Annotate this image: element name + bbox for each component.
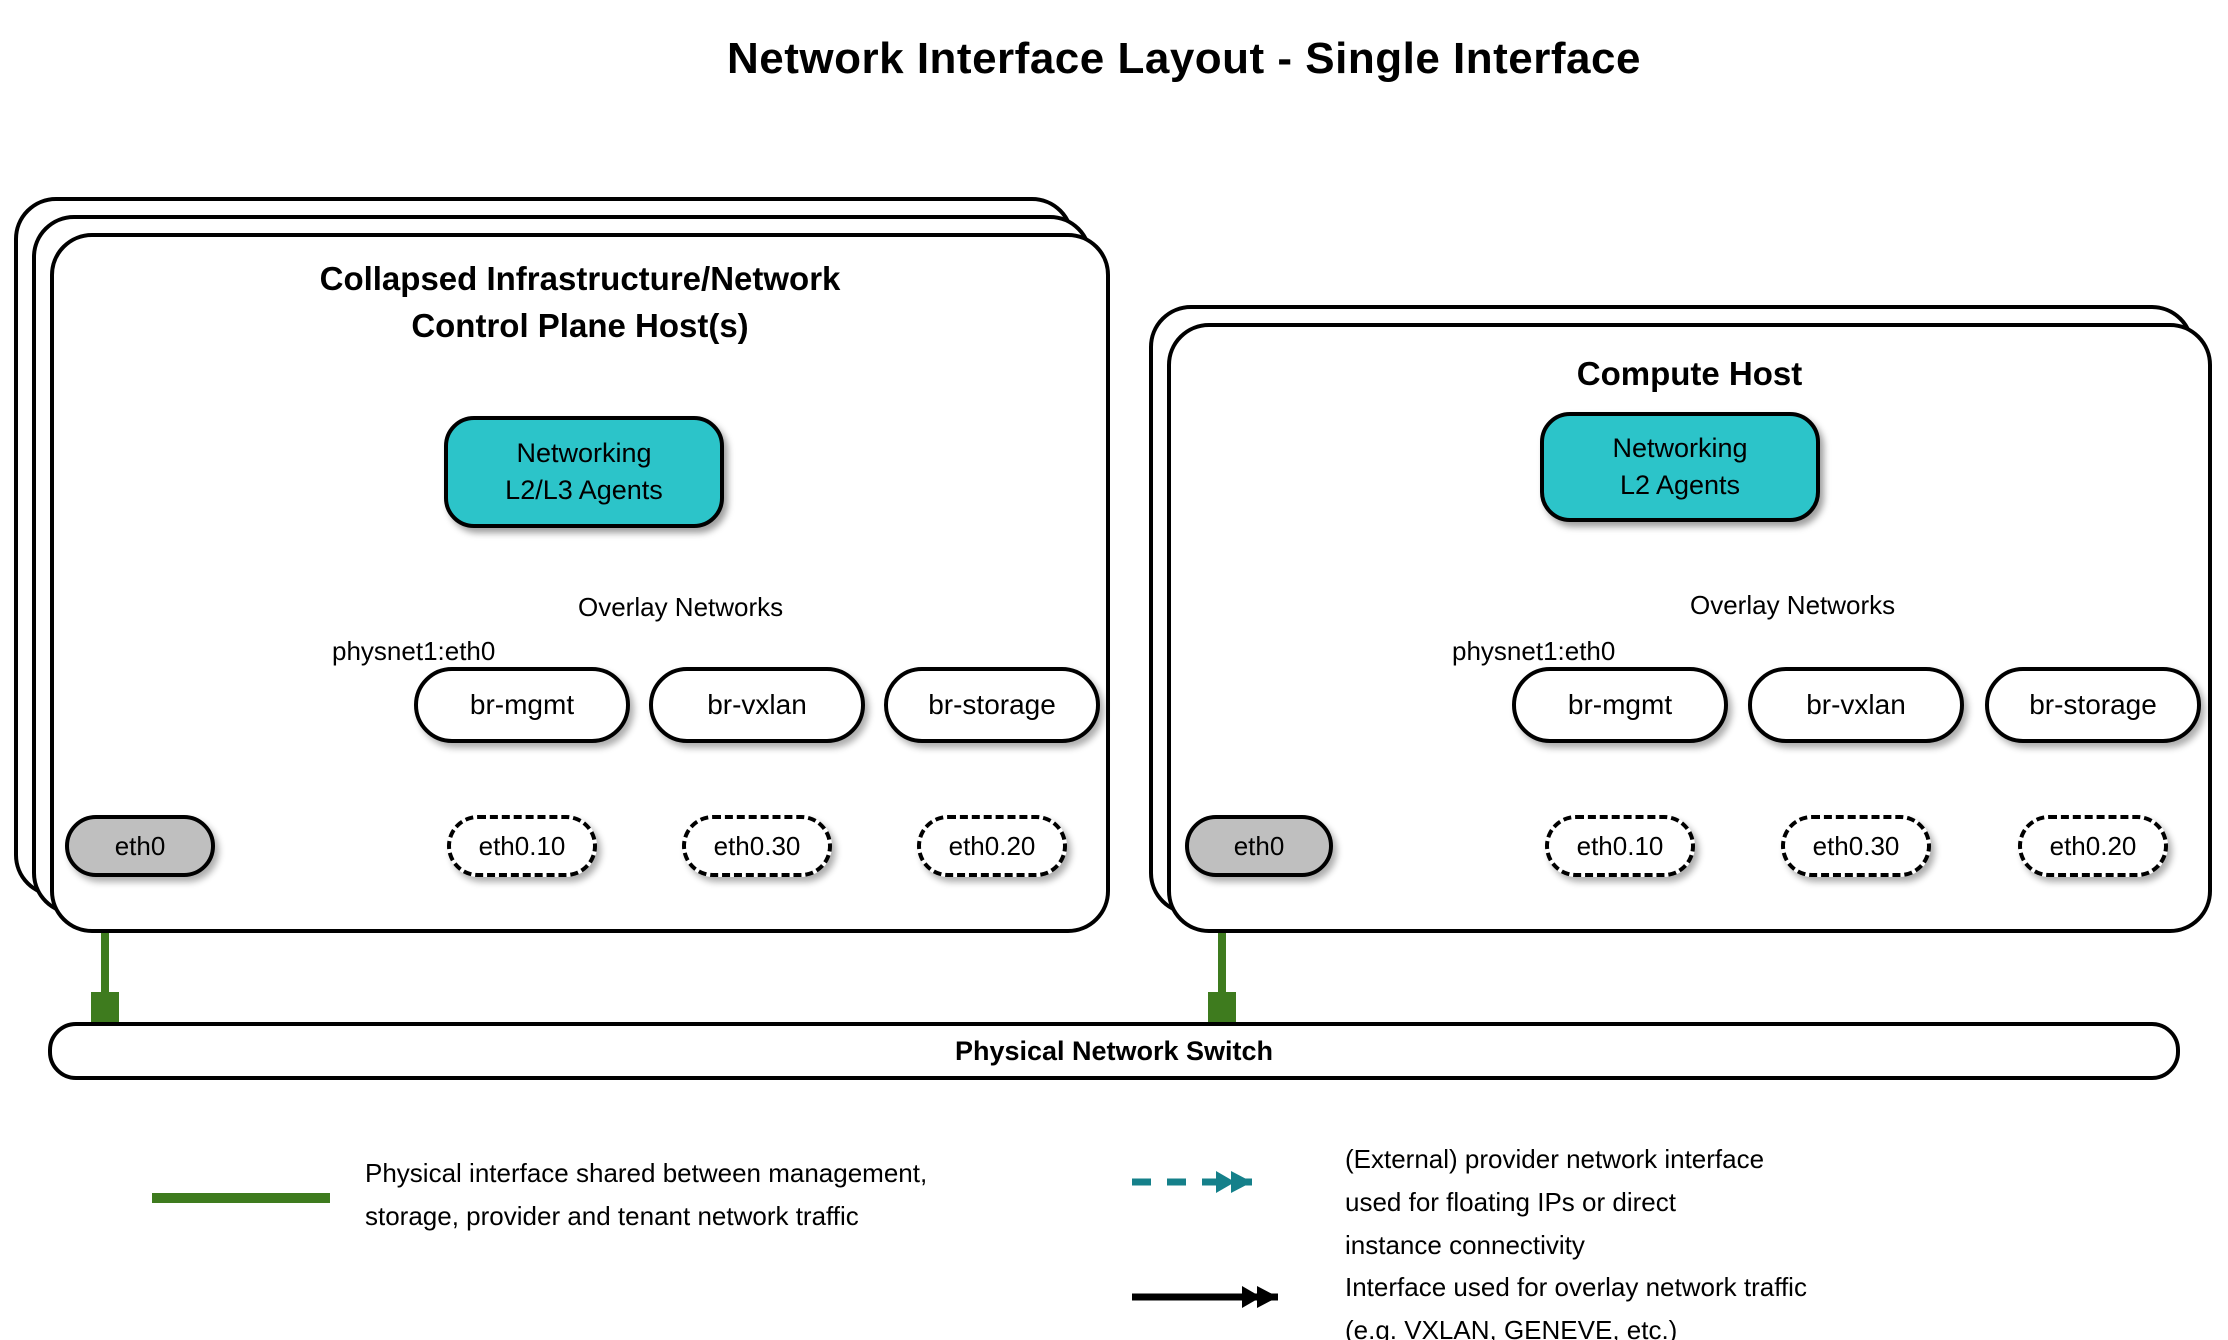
legend-overlay-line1: Interface used for overlay network traff… (1345, 1272, 1807, 1302)
phys-if-eth0-left: eth0 (65, 815, 215, 877)
host-right-title: Compute Host (1167, 350, 2212, 397)
bridge-br-mgmt-right: br-mgmt (1512, 667, 1728, 743)
agents-left-line2: L2/L3 Agents (505, 475, 663, 505)
legend-provider-line2: used for floating IPs or direct (1345, 1187, 1676, 1217)
host-left (50, 233, 1110, 933)
bridge-br-vxlan-left: br-vxlan (649, 667, 865, 743)
legend-physical-text: Physical interface shared between manage… (365, 1152, 927, 1238)
legend-provider-text: (External) provider network interface us… (1345, 1138, 1764, 1267)
vlan-eth0-30-left: eth0.30 (682, 815, 832, 877)
legend-overlay-text: Interface used for overlay network traff… (1345, 1266, 1807, 1340)
provider-label-left: physnet1:eth0 (332, 636, 496, 666)
host-left-title: Collapsed Infrastructure/Network Control… (50, 255, 1110, 349)
legend-provider-line3: instance connectivity (1345, 1230, 1585, 1260)
legend-provider-line1: (External) provider network interface (1345, 1144, 1765, 1174)
legend-physical-line1: Physical interface shared between manage… (365, 1158, 928, 1188)
vlan-eth0-30-right: eth0.30 (1781, 815, 1931, 877)
switch-label: Physical Network Switch (954, 1035, 1274, 1066)
bridge-br-storage-left: br-storage (884, 667, 1100, 743)
host-left-title-line2: Control Plane Host(s) (411, 307, 749, 344)
agents-box-right: Networking L2 Agents (1540, 412, 1820, 522)
legend-physical-line2: storage, provider and tenant network tra… (365, 1201, 859, 1231)
vlan-eth0-20-right: eth0.20 (2018, 815, 2168, 877)
agents-right-line2: L2 Agents (1619, 470, 1741, 500)
host-left-title-line1: Collapsed Infrastructure/Network (319, 260, 841, 297)
vlan-eth0-10-right: eth0.10 (1545, 815, 1695, 877)
bridge-br-mgmt-left: br-mgmt (414, 667, 630, 743)
legend-overlay-line2: (e.g. VXLAN, GENEVE, etc.) (1345, 1315, 1678, 1340)
vlan-eth0-20-left: eth0.20 (917, 815, 1067, 877)
vlan-eth0-10-left: eth0.10 (447, 815, 597, 877)
bridge-br-vxlan-right: br-vxlan (1748, 667, 1964, 743)
physical-network-switch: Physical Network Switch (48, 1022, 2180, 1080)
overlay-label-left: Overlay Networks (578, 592, 784, 622)
phys-if-eth0-right: eth0 (1185, 815, 1333, 877)
agents-left-line1: Networking (516, 438, 652, 468)
provider-label-right: physnet1:eth0 (1452, 636, 1616, 666)
overlay-label-right: Overlay Networks (1690, 590, 1896, 620)
agents-right-line1: Networking (1612, 433, 1748, 463)
host-right-title-line1: Compute Host (1576, 355, 1803, 392)
bridge-br-storage-right: br-storage (1985, 667, 2201, 743)
agents-box-left: Networking L2/L3 Agents (444, 416, 724, 528)
page-title: Network Interface Layout - Single Interf… (727, 34, 1641, 83)
